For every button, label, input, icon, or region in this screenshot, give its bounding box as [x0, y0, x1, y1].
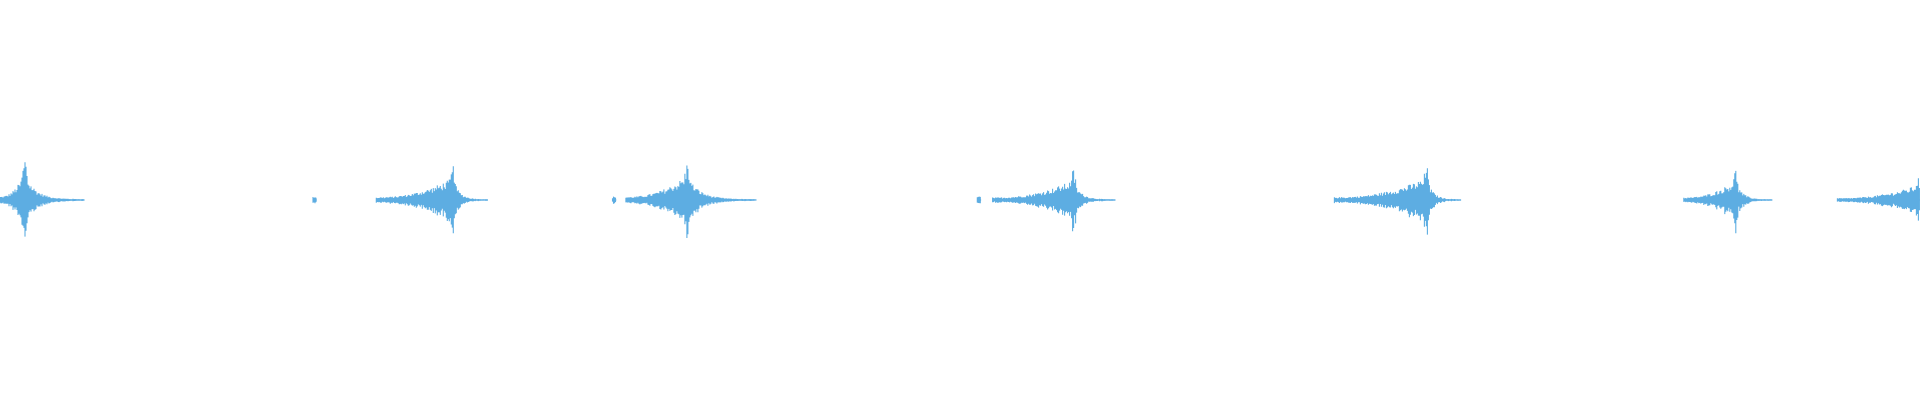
waveform-samples: [312, 197, 317, 204]
waveform-samples: [625, 165, 757, 238]
waveform-clip[interactable]: [312, 197, 317, 204]
waveform-samples: [976, 196, 981, 204]
waveform-samples: [1333, 168, 1461, 235]
waveform-clip[interactable]: [375, 166, 488, 234]
waveform-clip[interactable]: [0, 162, 85, 237]
waveform-clip[interactable]: [625, 165, 757, 239]
waveform-samples: [1683, 170, 1773, 234]
waveform-clip[interactable]: [1836, 178, 1920, 221]
waveform-clip[interactable]: [1683, 170, 1773, 234]
waveform-clip[interactable]: [976, 196, 982, 204]
waveform-samples: [375, 166, 488, 234]
waveform-clip[interactable]: [611, 196, 617, 204]
waveform-samples: [992, 170, 1116, 232]
waveform-clip[interactable]: [1333, 168, 1462, 235]
waveform-clip[interactable]: [992, 170, 1116, 232]
waveform-samples: [611, 196, 617, 204]
waveform-samples: [0, 162, 85, 237]
waveform-samples: [1836, 178, 1920, 221]
